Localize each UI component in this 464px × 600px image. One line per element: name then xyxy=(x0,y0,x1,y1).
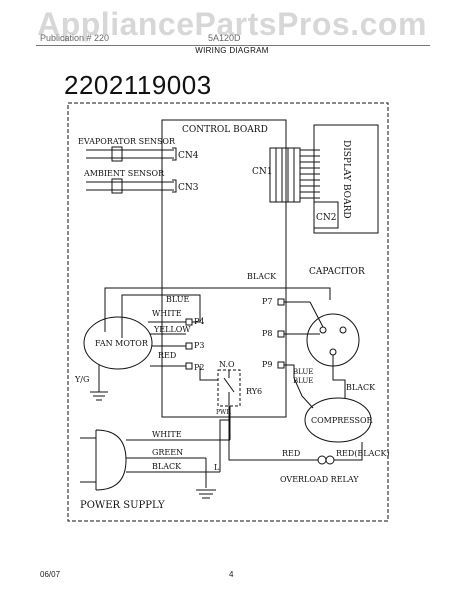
p8-label: P8 xyxy=(262,329,272,338)
control-board-box xyxy=(161,119,287,418)
pwr-label: PWR xyxy=(216,409,231,416)
p3-label: P3 xyxy=(194,341,204,350)
model-number: 2202119003 xyxy=(64,70,212,100)
cn2-label: CN2 xyxy=(316,213,337,223)
footer-date: 06/07 xyxy=(40,570,61,579)
overload-wire xyxy=(228,406,318,461)
p2-label: P2 xyxy=(194,363,204,372)
overload-relay-label: OVERLOAD RELAY xyxy=(280,475,359,484)
white-fan-label: WHITE xyxy=(152,309,182,318)
ribbon-cable xyxy=(275,148,320,202)
cn1-label: CN1 xyxy=(252,167,273,177)
cn2-connector xyxy=(313,201,339,229)
diagram-frame xyxy=(67,102,389,522)
no-label: N.O xyxy=(219,360,235,369)
black-ps-label: BLACK xyxy=(152,462,182,471)
ambient-sensor-label: AMBIENT SENSOR xyxy=(83,169,165,178)
display-board-label: DISPLAY BOARD xyxy=(341,140,351,219)
capacitor-label: CAPACITOR xyxy=(309,267,365,277)
ry6-label: RY6 xyxy=(246,387,262,396)
red-fan-label: RED xyxy=(158,351,176,360)
white-ps-label: WHITE xyxy=(152,430,182,439)
power-plug xyxy=(95,429,127,491)
compressor xyxy=(304,397,372,443)
cn3-label: CN3 xyxy=(178,183,199,193)
blue-blue2-label: BLUE xyxy=(293,377,313,385)
blue-blue-label: BLUE xyxy=(293,368,313,376)
fan-motor xyxy=(83,316,153,370)
black-top-label: BLACK xyxy=(247,272,277,281)
l-label: L xyxy=(214,463,220,472)
blue-label: BLUE xyxy=(166,295,189,304)
page-title: WIRING DIAGRAM xyxy=(195,46,269,55)
p7-label: P7 xyxy=(262,297,272,306)
ambient-sensor-wires xyxy=(86,178,174,194)
black-cap-label: BLACK xyxy=(346,383,376,392)
black-wire-top xyxy=(104,287,331,332)
cn4-label: CN4 xyxy=(178,151,199,161)
yg-label: Y/G xyxy=(74,375,89,384)
cn1-connector xyxy=(269,147,301,203)
power-supply-label: POWER SUPPLY xyxy=(80,500,165,511)
display-board-box xyxy=(313,124,379,234)
compressor-label: COMPRESSOR xyxy=(311,416,373,425)
green-ps-label: GREEN xyxy=(152,448,183,457)
header-rule xyxy=(36,45,430,46)
fan-motor-label: FAN MOTOR xyxy=(95,339,149,348)
p4-label: P4 xyxy=(194,317,204,326)
header-publication: Publication # 220 xyxy=(40,33,110,43)
p9-label: P9 xyxy=(262,360,272,369)
watermark: AppliancePartsPros.com xyxy=(37,6,427,42)
evaporator-sensor-wires xyxy=(86,146,174,162)
evaporator-sensor-label: EVAPORATOR SENSOR xyxy=(78,137,176,146)
red-ol-label: RED xyxy=(282,449,300,458)
control-board-label: CONTROL BOARD xyxy=(182,125,268,135)
header-code: 5A120D xyxy=(208,33,241,43)
yellow-label: YELLOW xyxy=(153,325,191,334)
page-number: 4 xyxy=(229,570,234,579)
red-black-label: RED(BLACK) xyxy=(336,449,390,458)
